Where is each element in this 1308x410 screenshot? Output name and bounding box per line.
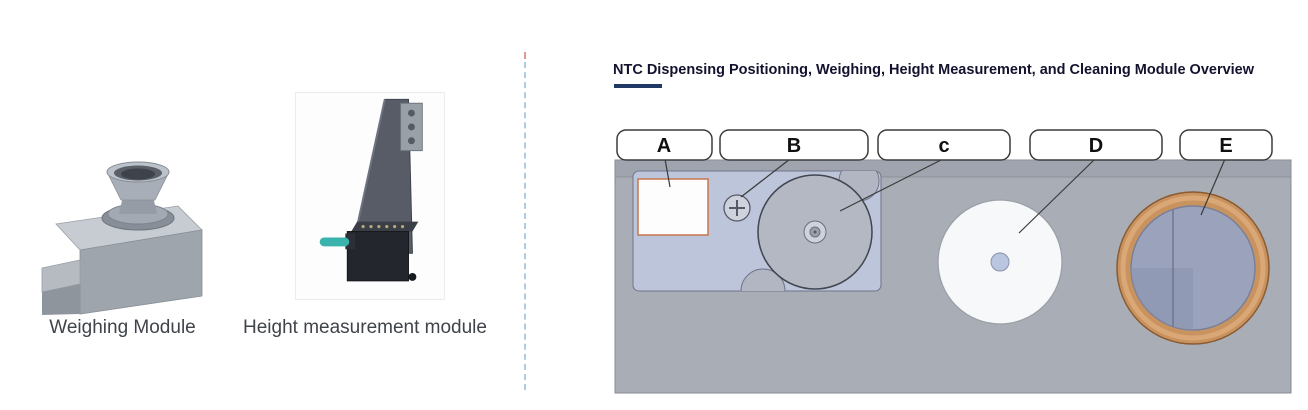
weighing-module-caption: Weighing Module [49, 317, 196, 338]
height-module-caption: Height measurement module [243, 317, 487, 338]
block-step-front [42, 284, 80, 315]
feature-b-screw [723, 194, 751, 222]
title-accent-bar [614, 84, 662, 88]
callout-d: D [1029, 129, 1163, 161]
callout-d-label: D [1089, 135, 1103, 157]
leader-lines [664, 158, 1226, 234]
callout-a-label: A [657, 135, 671, 157]
feature-c-disc [757, 174, 873, 290]
mounting-bracket [400, 102, 423, 152]
height-module-figure [295, 92, 445, 305]
feature-d-circle [937, 199, 1063, 325]
height-measurement-module-image [295, 92, 445, 300]
vertical-dashed-divider [524, 52, 526, 390]
ntc-module-overview-diagram: A B c D E [614, 129, 1292, 394]
sensor-block [346, 221, 419, 282]
section-title: NTC Dispensing Positioning, Weighing, He… [613, 62, 1255, 78]
callout-c-label: c [938, 135, 949, 157]
callout-b: B [719, 129, 869, 161]
callout-b-label: B [787, 135, 801, 157]
cup-neck [119, 196, 157, 214]
weighing-module-image [41, 161, 203, 315]
callout-e: E [1179, 129, 1273, 161]
callout-c: c [877, 129, 1011, 161]
feature-a-square [637, 178, 709, 236]
feature-e-ring [1116, 191, 1270, 345]
divider-top-cap [524, 52, 526, 59]
cup-opening [121, 168, 155, 180]
cable-connector [319, 233, 356, 250]
weighing-module-figure [40, 88, 205, 320]
callout-a: A [616, 129, 713, 161]
callout-e-label: E [1219, 135, 1232, 157]
